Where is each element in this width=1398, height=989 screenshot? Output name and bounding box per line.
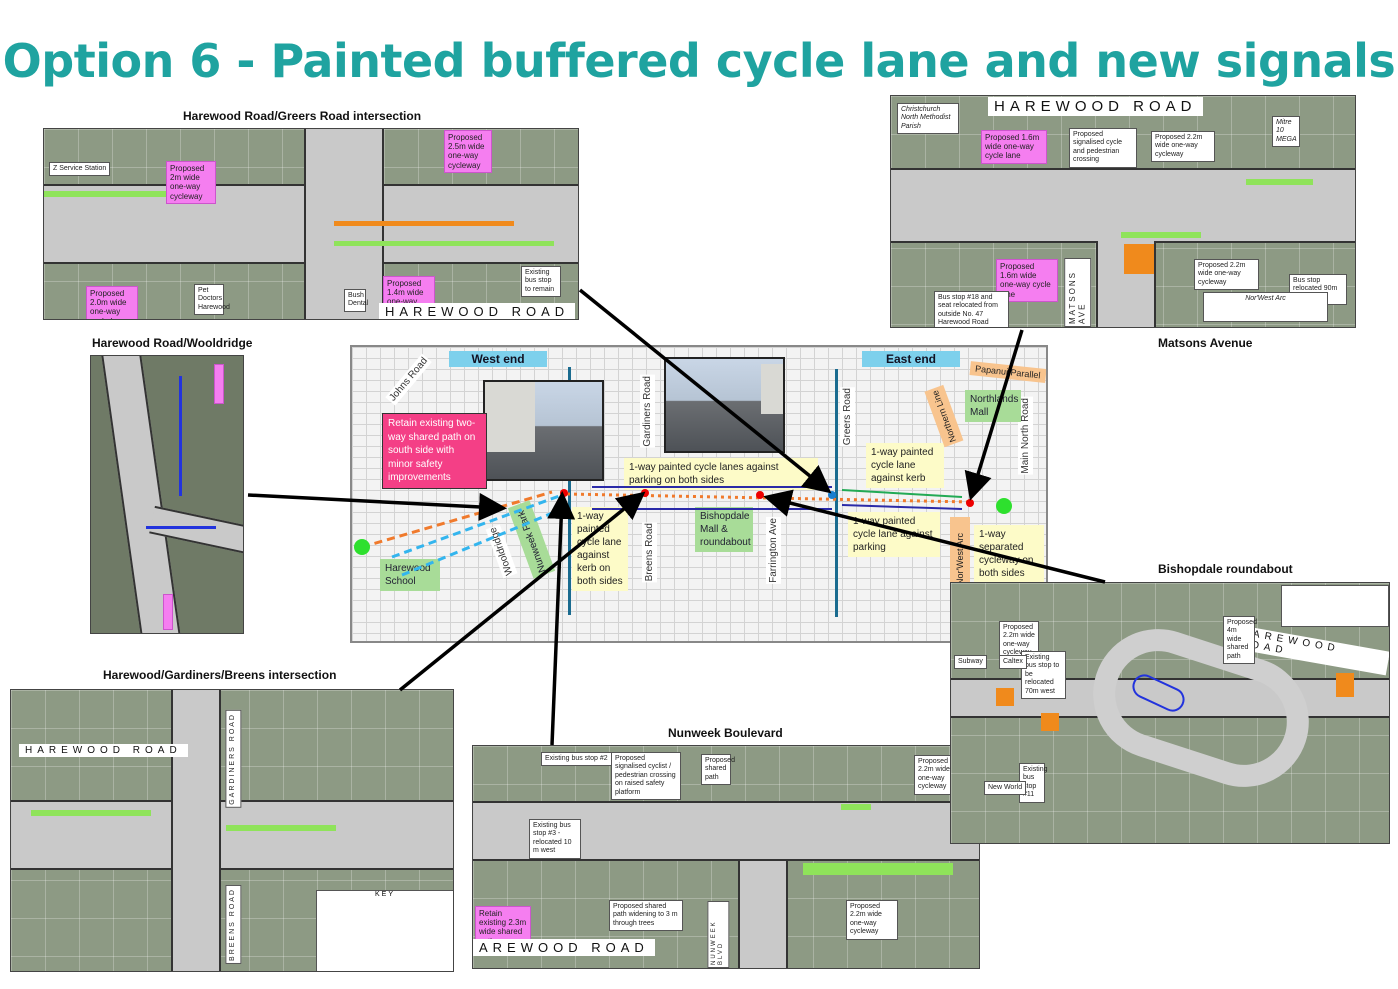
- panel-wooldridge: [90, 355, 244, 634]
- panel-gardiners-breens: HAREWOOD ROAD GARDINERS ROAD BREENS ROAD…: [10, 689, 454, 972]
- callout: Proposed 2.2m wide one-way cycleway: [1151, 131, 1215, 163]
- overview-map: West end East end Johns Road Gardiners R…: [350, 345, 1048, 643]
- callout: Proposed signalised cycle and pedestrian…: [1069, 128, 1137, 168]
- panel-matsons-avenue: HAREWOOD ROAD Christchurch North Methodi…: [890, 95, 1356, 328]
- label: Mitre 10 MEGA: [1272, 116, 1300, 148]
- place-label: Bishopdale Mall & roundabout: [695, 507, 753, 552]
- callout: Proposed signalised cyclist / pedestrian…: [611, 752, 681, 800]
- label: Bush Dental: [344, 289, 368, 312]
- caption-matsons: Matsons Avenue: [1158, 336, 1253, 350]
- side-road-name: NUNWEEK BLVD: [707, 901, 730, 968]
- legend-key: [1281, 585, 1389, 627]
- side-road-name: MATSONS AVE: [1064, 258, 1092, 327]
- side-road-name: GARDINERS ROAD: [225, 710, 242, 808]
- callout: Proposed 4m wide shared path: [1223, 616, 1257, 664]
- label: Subway: [954, 655, 987, 670]
- callout: Proposed 1.6m wide one-way cycle lane: [981, 130, 1047, 164]
- panel-bishopdale-roundabout: HAREWOOD ROAD Proposed 2.2m wide one-way…: [950, 582, 1390, 844]
- label: New World: [984, 781, 1027, 796]
- callout: Proposed shared path widening to 3 m thr…: [609, 900, 683, 932]
- panel-greers-intersection: Z Service Station Proposed 2m wide one-w…: [43, 128, 579, 320]
- page-title: Option 6 - Painted buffered cycle lane a…: [2, 34, 1396, 88]
- callout: Existing bus stop #3 - relocated 10 m we…: [529, 819, 581, 859]
- callout: Proposed 2.2m wide one-way cycleway: [846, 900, 898, 940]
- shared-path-note: Retain existing two-way shared path on s…: [382, 413, 487, 489]
- callout: Proposed 2.0m wide one-way cycle lane: [86, 286, 138, 319]
- west-end-label: West end: [449, 351, 547, 367]
- callout: Proposed shared path: [701, 754, 735, 786]
- callout: Bus stop #18 and seat relocated from out…: [934, 291, 1009, 327]
- note: 1-way painted cycle lane against kerb: [866, 443, 944, 488]
- callout: Existing bus stop to be relocated 70m we…: [1021, 651, 1066, 699]
- road-name: AREWOOD ROAD: [473, 939, 655, 956]
- side-road-name: BREENS ROAD: [225, 885, 242, 964]
- panel-nunweek-boulevard: Existing bus stop #2 Proposed signalised…: [472, 745, 980, 969]
- east-end-label: East end: [862, 351, 960, 367]
- caption-wooldridge: Harewood Road/Wooldridge: [92, 336, 253, 350]
- road-name: HAREWOOD ROAD: [379, 303, 576, 319]
- route-lines: [354, 486, 1012, 577]
- caption-bishopdale: Bishopdale roundabout: [1158, 562, 1293, 576]
- label: Pet Doctors Harewood: [194, 284, 230, 316]
- label: Nor'West Arc: [1203, 292, 1328, 322]
- legend-key: KEY: [316, 890, 453, 971]
- road-name: HAREWOOD ROAD: [988, 97, 1203, 116]
- callout: Proposed 2.2m wide one-way cycleway: [999, 621, 1039, 661]
- caption-gardiners: Harewood/Gardiners/Breens intersection: [103, 668, 337, 682]
- callout: Existing bus stop #2: [541, 752, 612, 767]
- callout: Proposed 2.2m wide one-way cycleway: [1194, 259, 1259, 291]
- road-name: HAREWOOD ROAD: [19, 744, 188, 757]
- caption-nunweek: Nunweek Boulevard: [668, 726, 783, 740]
- callout: Existing bus stop to remain: [521, 266, 561, 298]
- callout: Proposed 2m wide one-way cycleway: [166, 161, 216, 204]
- label-z-station: Z Service Station: [49, 162, 111, 177]
- label: Caltex: [999, 655, 1027, 670]
- caption-greers: Harewood Road/Greers Road intersection: [183, 109, 422, 123]
- callout: Proposed 2.5m wide one-way cycleway: [444, 130, 492, 173]
- key-title: KEY: [374, 891, 395, 898]
- label: Christchurch North Methodist Parish: [897, 103, 959, 135]
